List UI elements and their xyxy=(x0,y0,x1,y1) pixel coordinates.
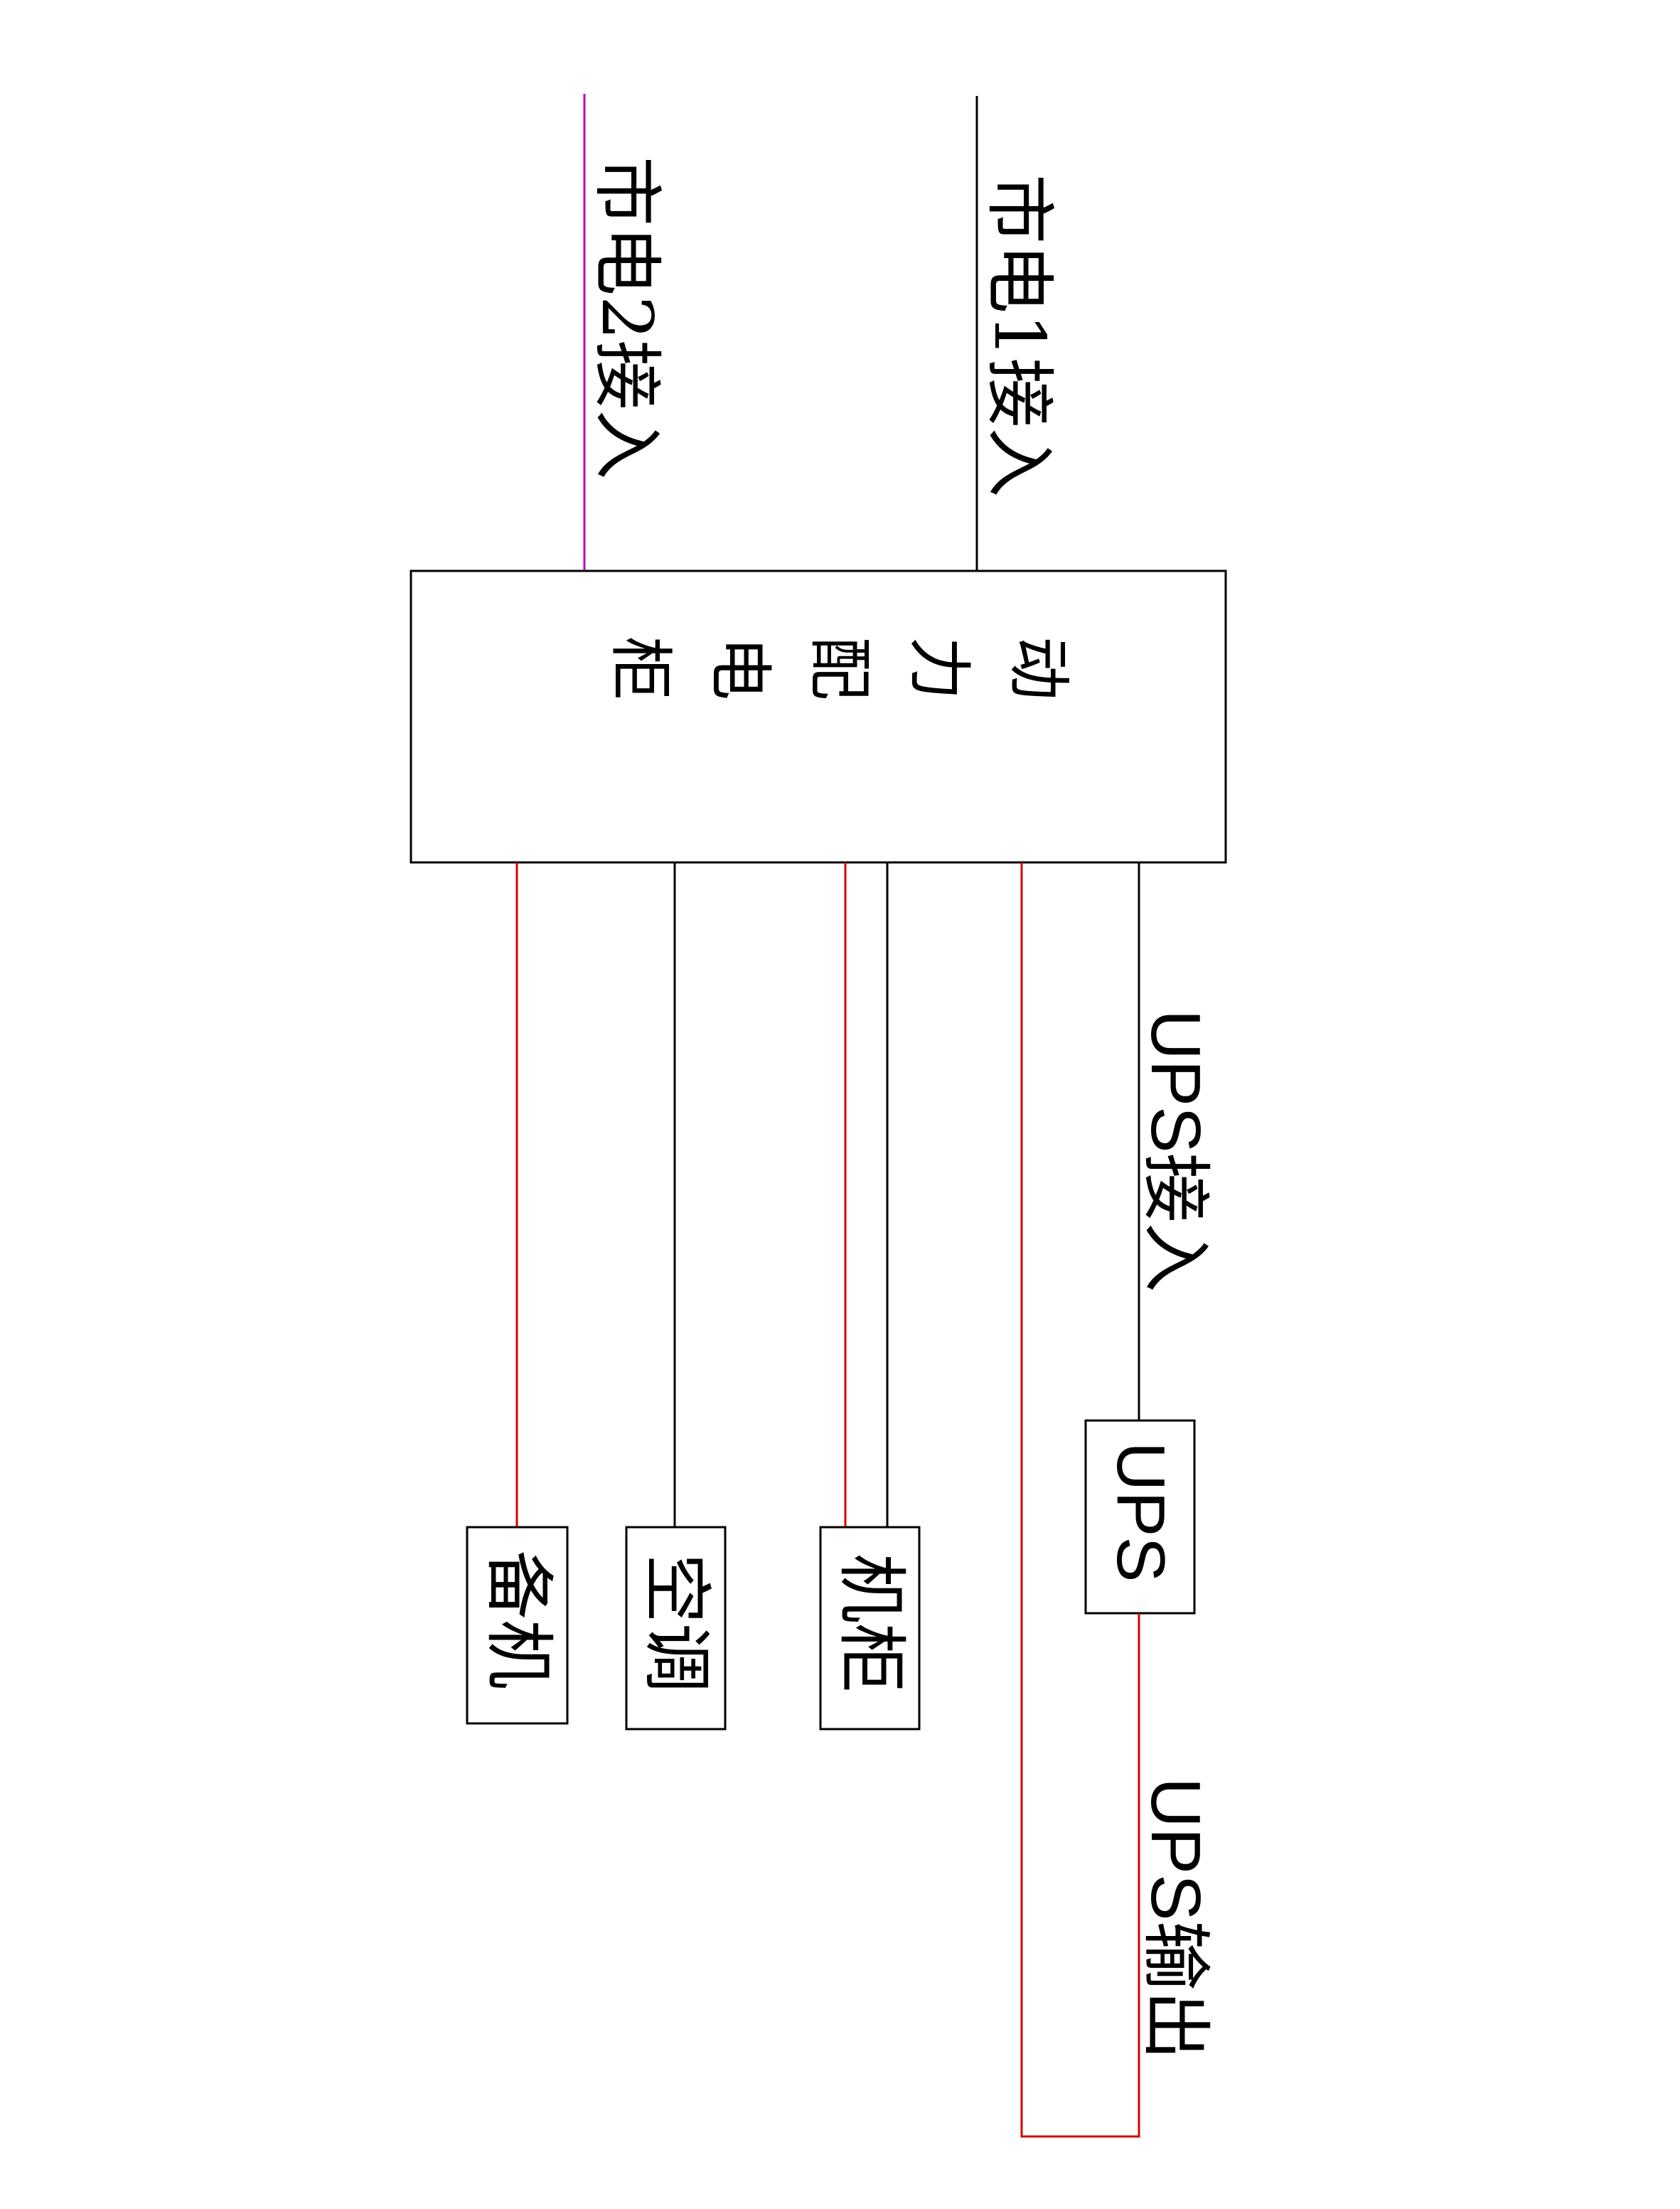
rack-box-label: 机柜 xyxy=(830,1553,911,1693)
standby-box-label: 备机 xyxy=(478,1550,559,1689)
rack-box xyxy=(819,1526,921,1731)
standby-box xyxy=(466,1526,569,1725)
ac-box-label: 空调 xyxy=(636,1553,717,1693)
utility1-label: 市电1接入 xyxy=(978,174,1059,497)
utility2-label: 市电2接入 xyxy=(586,156,667,479)
cabinet-label-char-3: 配 xyxy=(802,636,877,700)
power-cabinet-box xyxy=(410,569,1227,864)
ups-box xyxy=(1084,1419,1196,1615)
cabinet-label-char-2: 力 xyxy=(901,636,976,700)
ups-input-label: UPS接入 xyxy=(1137,1010,1215,1293)
cabinet-label-char-4: 电 xyxy=(702,636,777,700)
cabinet-label-char-5: 柜 xyxy=(603,636,678,700)
ups-box-label: UPS xyxy=(1103,1442,1179,1582)
cabinet-label-char-1: 动 xyxy=(1001,636,1076,700)
ac-box xyxy=(625,1526,727,1731)
ups-output-label: UPS输出 xyxy=(1137,1777,1215,2060)
ups-output-line xyxy=(1020,862,1140,2138)
